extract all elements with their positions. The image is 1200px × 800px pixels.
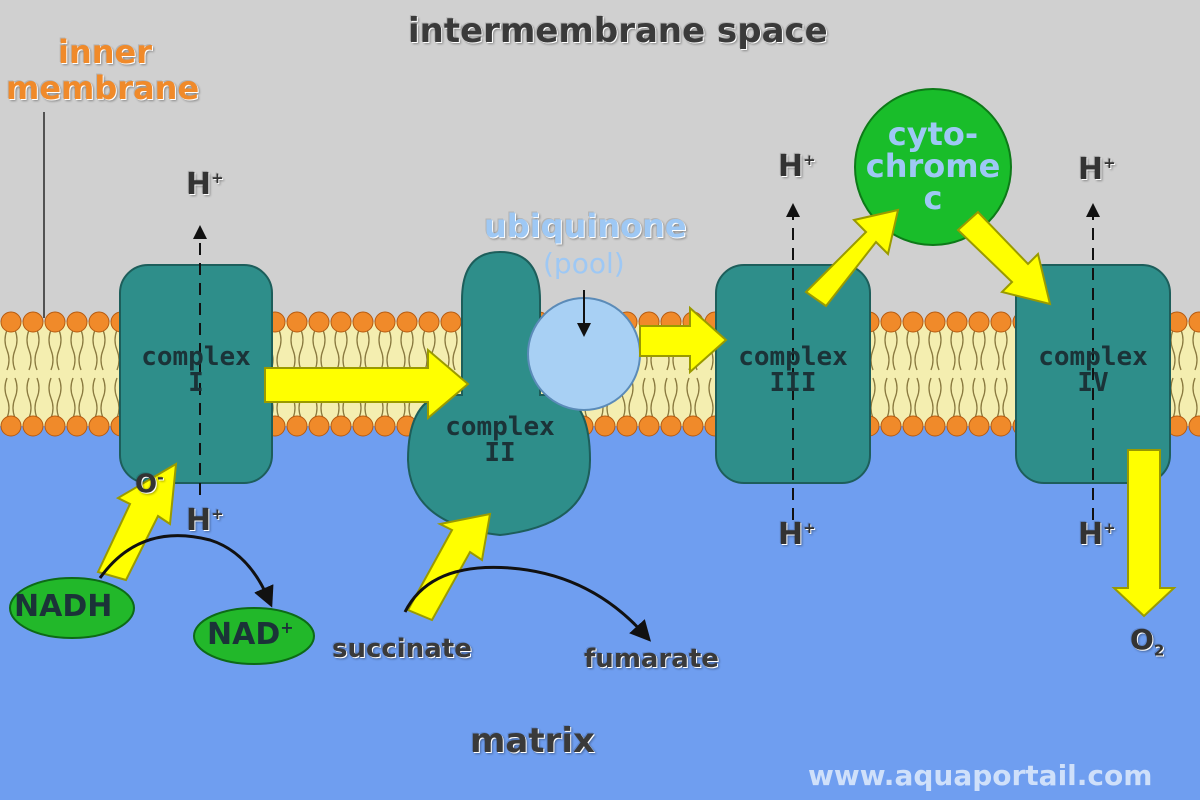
h-plus-complex-iv-bottom: H+	[1078, 520, 1116, 550]
o2-subscript: 2	[1153, 641, 1165, 660]
complex-i-label: complex I	[126, 344, 266, 396]
h-symbol: H	[186, 503, 212, 538]
complex-iv-word: complex	[1038, 342, 1148, 372]
nadh-ellipse	[9, 577, 135, 639]
h-charge: +	[803, 519, 816, 537]
complex-iii-word: complex	[738, 342, 848, 372]
complex-i-numeral: I	[188, 368, 204, 398]
h-charge: +	[211, 505, 224, 523]
complex-iv-numeral: IV	[1077, 368, 1109, 398]
h-plus-complex-iii-bottom: H+	[778, 520, 816, 550]
cytochrome-c-line2: chrome	[865, 147, 1001, 185]
nad-symbol: NAD	[207, 617, 281, 652]
arrow-ubiquinone-to-complex-iii	[639, 305, 728, 375]
matrix-label: matrix	[470, 721, 595, 761]
arrow-complex-i-to-ii	[264, 347, 470, 421]
cytochrome-c-line1: cyto-	[887, 115, 979, 153]
o2-symbol: O	[1130, 623, 1154, 656]
cytochrome-c-line3: c	[923, 179, 943, 217]
h-symbol: H	[778, 517, 804, 552]
cytochrome-c-label: cyto- chrome c	[862, 118, 1004, 214]
h-symbol: H	[1078, 152, 1104, 187]
o2-label: O2	[1130, 626, 1164, 659]
h-charge: +	[211, 169, 224, 187]
complex-iii-label: complex III	[722, 344, 864, 396]
arrow-cytochrome-to-complex-iv	[956, 210, 1052, 306]
nad-label: NAD+	[207, 620, 294, 650]
oxygen-symbol: O	[135, 469, 158, 500]
complex-ii-shape	[406, 250, 592, 537]
h-plus-complex-i-bottom: H+	[186, 506, 224, 536]
arrow-complex-iv-to-o2	[1111, 449, 1177, 618]
h-symbol: H	[1078, 517, 1104, 552]
complex-ii-label: complex II	[420, 414, 580, 466]
h-charge: +	[803, 151, 816, 169]
oxygen-radical-label: O-	[135, 470, 164, 498]
fumarate-label: fumarate	[584, 644, 719, 674]
intermembrane-space-label: intermembrane space	[408, 11, 828, 51]
h-symbol: H	[186, 167, 212, 202]
inner-membrane-label-line1: inner	[58, 33, 153, 71]
ubiquinone-label: ubiquinone	[484, 207, 687, 245]
oxygen-charge: -	[157, 468, 164, 487]
complex-ii-numeral: II	[484, 438, 516, 468]
complex-iv-label: complex IV	[1022, 344, 1164, 396]
arrow-succinate-to-complex-ii	[406, 512, 492, 622]
complex-ii-word: complex	[445, 412, 555, 442]
arrow-succinate-to-fumarate	[403, 565, 652, 642]
arrow-complex-iii-to-cytochrome	[804, 208, 900, 308]
succinate-label: succinate	[332, 634, 472, 664]
ubiquinone-pool-label: (pool)	[543, 247, 625, 280]
complex-iii-numeral: III	[769, 368, 817, 398]
complex-i-word: complex	[141, 342, 251, 372]
proton-channels	[193, 203, 1100, 520]
h-symbol: H	[778, 149, 804, 184]
inner-membrane-label-line2: membrane	[6, 69, 200, 107]
h-plus-complex-iii-top: H+	[778, 152, 816, 182]
electron-flow-arrows	[96, 208, 1177, 622]
nadh-label: NADH	[14, 589, 113, 624]
h-plus-complex-i-top: H+	[186, 170, 224, 200]
nad-charge: +	[280, 618, 294, 637]
h-charge: +	[1103, 519, 1116, 537]
nad-ellipse	[193, 607, 315, 665]
arrow-nadh-to-complex-i	[96, 462, 178, 582]
cytochrome-c-circle	[854, 88, 1012, 246]
watermark: www.aquaportail.com	[808, 759, 1153, 792]
arrow-nadh-to-nad	[98, 534, 274, 608]
h-charge: +	[1103, 154, 1116, 172]
h-plus-complex-iv-top: H+	[1078, 155, 1116, 185]
